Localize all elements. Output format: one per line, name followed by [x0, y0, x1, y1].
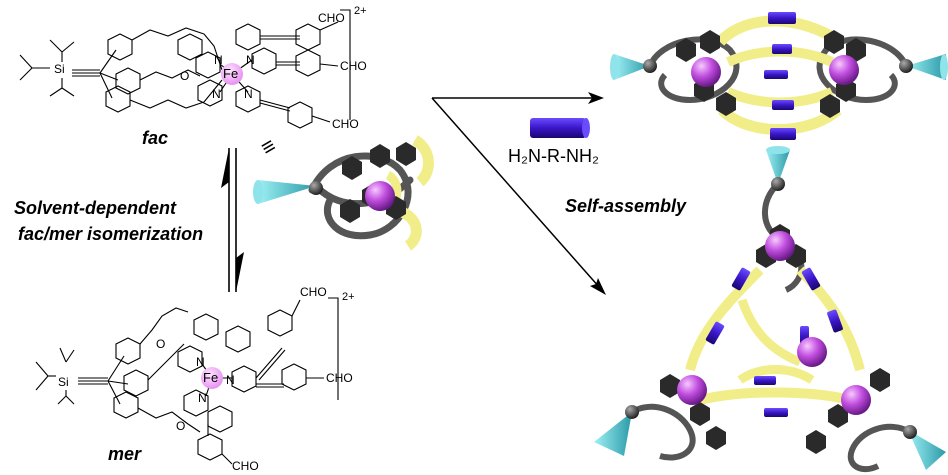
- diamine-reagent-label: H₂N-R-NH₂: [508, 146, 599, 166]
- fac-fe-atom: [221, 63, 243, 85]
- mer-cho-2: CHO: [326, 371, 353, 385]
- fac-n-label-3: N: [212, 87, 221, 101]
- dimer-cage: [610, 12, 948, 140]
- mer-structure: [35, 297, 339, 465]
- fac-o-label: O: [180, 69, 189, 83]
- fac-cho-1: CHO: [318, 11, 345, 25]
- mer-n-label-3: N: [198, 391, 207, 405]
- mer-o-label-1: O: [156, 337, 165, 351]
- cartoon-complex: [253, 135, 434, 251]
- mer-cho-3: CHO: [232, 459, 259, 473]
- fac-si-label: Si: [54, 62, 65, 76]
- fac-n-label-1: N: [214, 53, 223, 67]
- reaction-arrows: [431, 92, 606, 295]
- fac-cho-3: CHO: [332, 117, 359, 131]
- fac-structure: [19, 9, 351, 129]
- linker-rod-icon: [530, 118, 586, 138]
- equilibrium-arrows: [221, 148, 244, 292]
- isomerization-caption-line1: Solvent-dependent: [14, 198, 177, 218]
- linker-rod-cap: [582, 118, 590, 138]
- fac-isomer-label: fac: [142, 128, 169, 148]
- mer-cho-1: CHO: [300, 285, 327, 299]
- mer-isomer-label: mer: [108, 444, 142, 464]
- fac-cho-2: CHO: [340, 59, 367, 73]
- fac-charge: 2+: [354, 5, 367, 17]
- fac-fe-label: Fe: [223, 66, 238, 81]
- mer-fe-label: Fe: [203, 370, 218, 385]
- mer-n-label-2: N: [226, 373, 235, 387]
- mer-charge: 2+: [342, 291, 355, 303]
- isomerization-caption-line2: fac/mer isomerization: [18, 224, 204, 244]
- fac-n-label-2: N: [246, 53, 255, 67]
- mer-n-label-1: N: [196, 355, 205, 369]
- mer-fe-atom: [201, 367, 223, 389]
- mer-o-label-2: O: [176, 419, 185, 433]
- trimer-cage: [594, 146, 946, 473]
- mer-si-label: Si: [58, 375, 69, 389]
- self-assembly-caption: Self-assembly: [565, 196, 687, 216]
- fac-n-label-4: N: [244, 87, 253, 101]
